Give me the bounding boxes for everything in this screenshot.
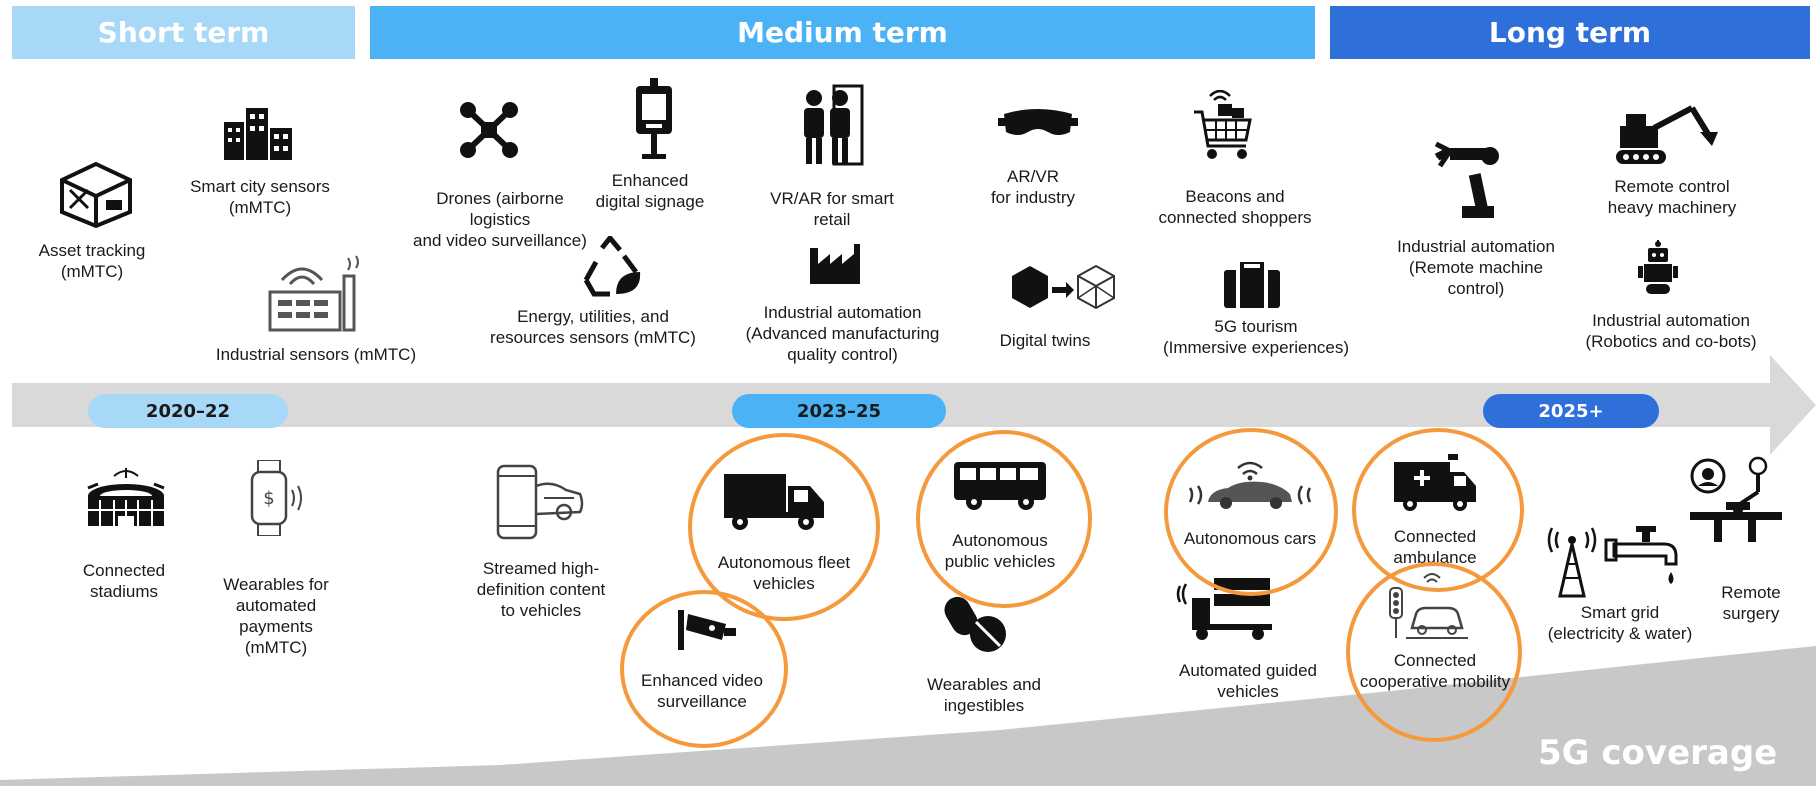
coverage-label: 5G coverage: [1538, 733, 1778, 773]
timeline-pill-2020-22: 2020–22: [88, 394, 288, 428]
factory-icon: [810, 244, 860, 284]
label-connected-stadiums: Connected stadiums: [82, 561, 166, 601]
label-industrial-automation-robotics: Industrial automation (Robotics and co-b…: [1585, 311, 1757, 351]
remote-surgery-icon: [1690, 456, 1782, 542]
drone-icon: [460, 102, 518, 158]
label-digital-twins: Digital twins: [999, 331, 1091, 350]
label-smart-grid: Smart grid (electricity & water): [1547, 603, 1693, 643]
automated-guided-vehicle-icon: [1176, 578, 1272, 640]
label-5g-tourism: 5G tourism (Immersive experiences): [1162, 317, 1350, 357]
digital-signage-icon: [636, 78, 672, 159]
label-wearables-ingestibles: Wearables and ingestibles: [926, 675, 1042, 715]
label-streamed-content: Streamed high- definition content to veh…: [476, 559, 606, 620]
highlight-circle-cooperative-mobility: [1346, 562, 1522, 742]
smart-grid-icon: [1547, 526, 1678, 598]
package-icon: [60, 161, 132, 229]
phase-short-term: Short term: [12, 6, 355, 59]
robot-icon: [1638, 240, 1678, 294]
vr-headset-icon: [998, 109, 1078, 135]
highlight-circle-public-vehicles: [916, 430, 1092, 608]
label-industrial-sensors: Industrial sensors (mMTC): [215, 345, 417, 364]
highlight-circle-autonomous-cars: [1164, 428, 1338, 596]
label-automated-guided-vehicles: Automated guided vehicles: [1179, 661, 1317, 701]
label-vr-ar-retail: VR/AR for smart retail: [770, 189, 894, 229]
recycle-leaf-icon: [583, 236, 641, 297]
highlight-circle-fleet: [688, 433, 880, 621]
suitcase-icon: [1224, 262, 1280, 308]
phase-medium-term: Medium term: [370, 6, 1315, 59]
svg-text:$: $: [263, 488, 274, 509]
digital-twin-cubes-icon: [1012, 264, 1115, 310]
pills-icon: [944, 596, 1006, 652]
label-drones: Drones (airborne logistics and video sur…: [413, 189, 587, 250]
timeline-pill-2023-25: 2023–25: [732, 394, 946, 428]
label-digital-signage: Enhanced digital signage: [595, 171, 705, 211]
timeline-pill-2025-plus: 2025+: [1483, 394, 1659, 428]
label-asset-tracking: Asset tracking (mMTC): [38, 241, 146, 281]
people-mirror-icon: [804, 84, 864, 166]
phase-long-term: Long term: [1330, 6, 1810, 59]
city-buildings-icon: [224, 108, 292, 160]
label-smart-city-sensors: Smart city sensors (mMTC): [190, 177, 330, 217]
factory-sensor-icon: [268, 255, 359, 332]
label-remote-heavy-machinery: Remote control heavy machinery: [1607, 177, 1737, 217]
excavator-icon: [1616, 105, 1718, 164]
robot-arm-icon: [1434, 141, 1499, 218]
stadium-icon: [87, 468, 165, 530]
label-remote-surgery: Remote surgery: [1721, 583, 1781, 623]
phone-car-icon: [496, 464, 584, 540]
label-industrial-automation-remote: Industrial automation (Remote machine co…: [1397, 237, 1555, 298]
label-energy-sensors: Energy, utilities, and resources sensors…: [490, 307, 696, 347]
label-industrial-automation-advanced: Industrial automation (Advanced manufact…: [745, 303, 940, 364]
label-wearables-payments: Wearables for automated payments (mMTC): [223, 575, 329, 657]
label-beacons: Beacons and connected shoppers: [1158, 187, 1312, 227]
shopping-cart-signal-icon: [1194, 90, 1252, 159]
label-ar-vr-industry: AR/VR for industry: [990, 167, 1076, 207]
highlight-circle-video-surveillance: [620, 590, 788, 748]
smartwatch-payment-icon: $: [250, 460, 302, 536]
